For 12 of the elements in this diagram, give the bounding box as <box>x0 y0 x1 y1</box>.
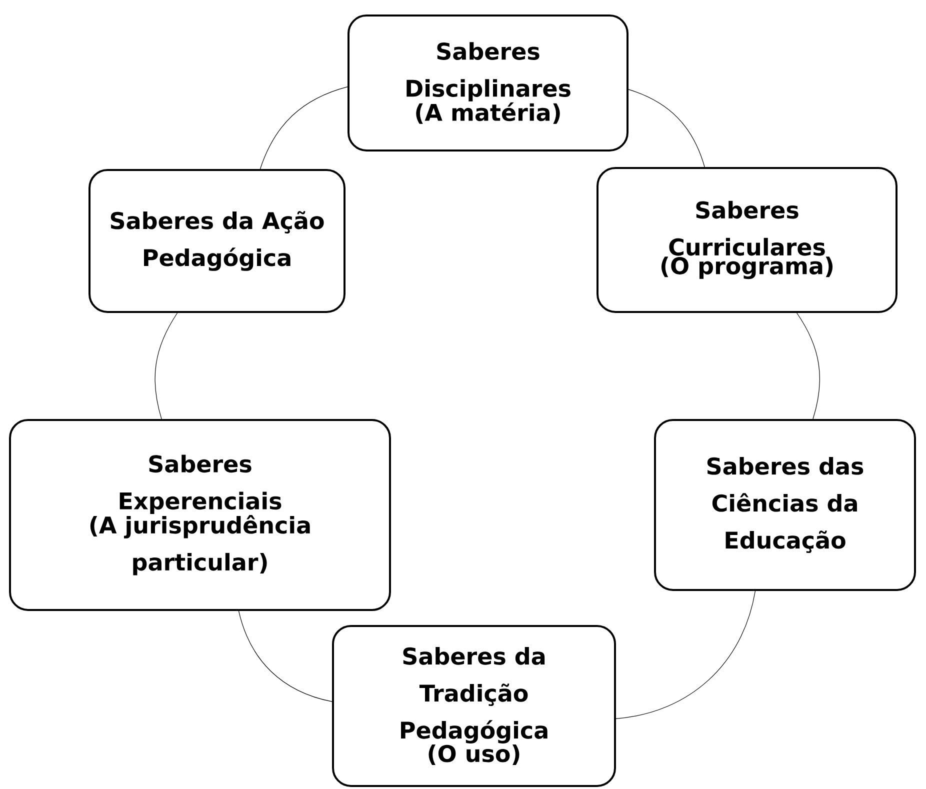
circle-arc <box>628 89 705 168</box>
text-box: Saberes Curriculares (O programa) <box>596 167 898 313</box>
text-box: Saberes das Ciências da Educação <box>654 419 916 591</box>
circle-arc <box>796 312 820 420</box>
text-box: Saberes Disciplinares (A matéria) <box>348 14 628 152</box>
circle-arc <box>154 312 178 420</box>
text-box: Saberes Experenciais (A jurisprudência particular) <box>9 419 391 611</box>
circle-arc <box>260 86 348 170</box>
circle-arc <box>238 610 332 702</box>
text-box: Saberes da Ação Pedagógica <box>88 169 346 313</box>
text-box: Saberes da Tradição Pedagógica (O uso) <box>332 625 616 787</box>
circle-arc <box>616 590 756 719</box>
